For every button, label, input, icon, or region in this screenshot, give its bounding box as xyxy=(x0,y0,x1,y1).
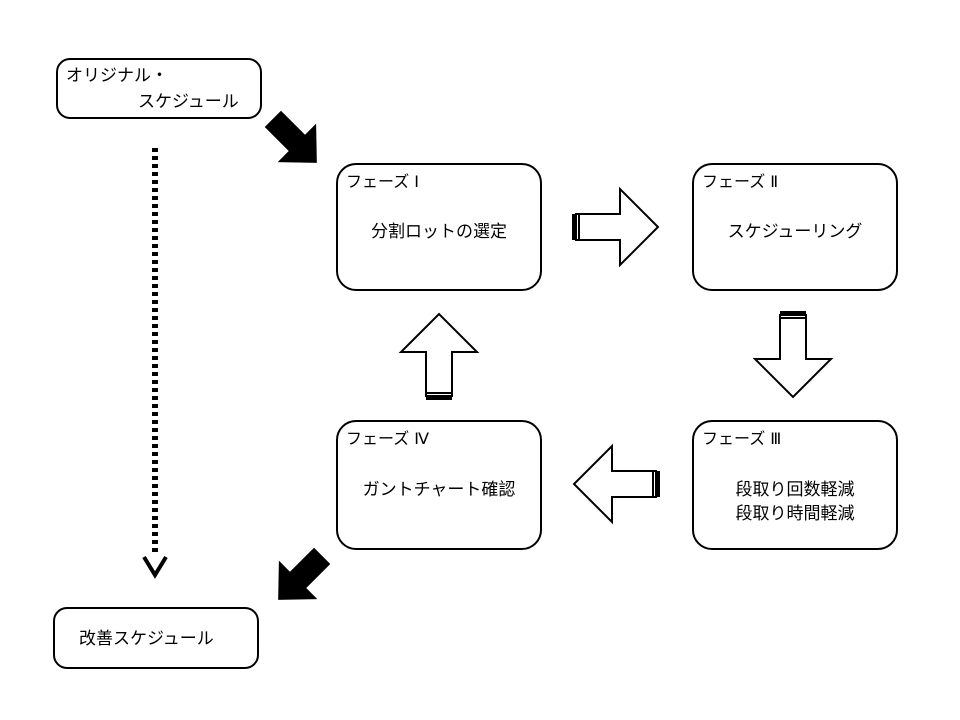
original-schedule-box: オリジナル・ スケジュール xyxy=(56,58,262,119)
dotted-connector-arrowhead xyxy=(142,555,168,579)
phase-3-line-1: 段取り回数軽減 xyxy=(735,480,855,500)
phase-2-label: フェーズ Ⅱ xyxy=(702,172,779,191)
arrow-phase4-to-improved xyxy=(278,547,331,600)
arrow-original-to-phase1 xyxy=(264,110,317,163)
phase-3-line-2: 段取り時間軽減 xyxy=(735,504,855,524)
phase-4-box: フェーズ Ⅳ ガントチャート確認 xyxy=(336,420,542,550)
phase-2-text: スケジューリング xyxy=(694,220,896,244)
phase-2-box: フェーズ Ⅱ スケジューリング xyxy=(692,163,898,291)
phase-4-line-1: ガントチャート確認 xyxy=(362,480,516,500)
phase-4-text: ガントチャート確認 xyxy=(338,478,540,502)
improved-schedule-label: 改善スケジュール xyxy=(79,629,214,649)
phase-4-label: フェーズ Ⅳ xyxy=(346,429,430,448)
arrow-phase1-to-phase2 xyxy=(572,186,660,268)
phase-1-label: フェーズ Ⅰ xyxy=(346,172,420,191)
phase-1-line-1: 分割ロットの選定 xyxy=(371,222,507,242)
arrow-phase4-to-phase1 xyxy=(398,312,480,400)
improved-schedule-box: 改善スケジュール xyxy=(53,607,259,669)
original-schedule-line1: オリジナル・ xyxy=(66,66,168,86)
original-schedule-line2: スケジュール xyxy=(138,92,239,112)
phase-3-label: フェーズ Ⅲ xyxy=(702,429,782,448)
phase-3-box: フェーズ Ⅲ 段取り回数軽減 段取り時間軽減 xyxy=(692,420,898,550)
phase-1-text: 分割ロットの選定 xyxy=(338,220,540,244)
phase-1-box: フェーズ Ⅰ 分割ロットの選定 xyxy=(336,163,542,291)
phase-3-text: 段取り回数軽減 段取り時間軽減 xyxy=(694,478,896,526)
phase-2-line-1: スケジューリング xyxy=(727,222,863,242)
arrow-phase2-to-phase3 xyxy=(752,311,834,399)
arrow-phase3-to-phase4 xyxy=(572,443,660,525)
